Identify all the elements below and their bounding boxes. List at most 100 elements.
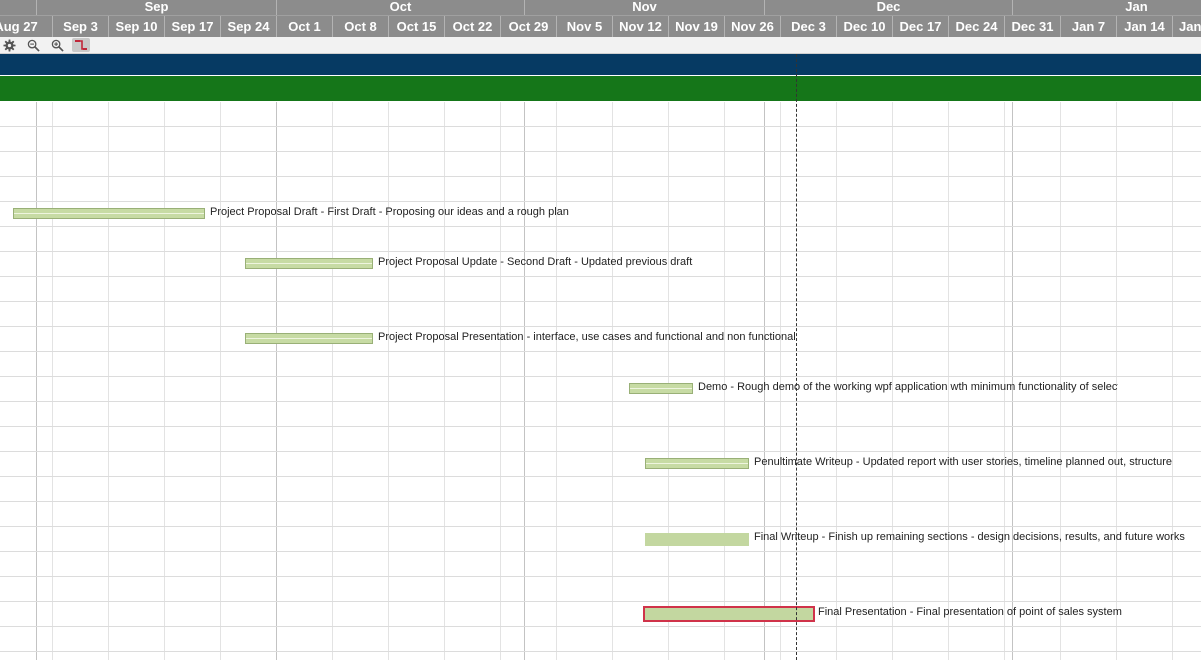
- week-gridline: [556, 54, 557, 660]
- dependency-toggle-button[interactable]: [72, 38, 90, 52]
- gantt-row: [0, 552, 1201, 577]
- month-gridline: [276, 54, 277, 660]
- gantt-row: [0, 327, 1201, 352]
- month-label: Oct: [276, 0, 524, 15]
- gantt-row: [0, 477, 1201, 502]
- task-label: Final Writeup - Finish up remaining sect…: [754, 531, 1185, 543]
- week-label: Sep 17: [164, 16, 220, 37]
- gantt-row: [0, 277, 1201, 302]
- task-label: Project Proposal Presentation - interfac…: [378, 331, 798, 343]
- month-gridline: [524, 54, 525, 660]
- week-label: Dec 17: [892, 16, 948, 37]
- week-label: Jan 14: [1116, 16, 1172, 37]
- task-bar-proposal-draft[interactable]: [13, 208, 205, 219]
- week-label: Oct 1: [276, 16, 332, 37]
- gantt-row: [0, 577, 1201, 602]
- week-label: Sep 24: [220, 16, 276, 37]
- week-gridline: [1060, 54, 1061, 660]
- week-label: Aug 27: [0, 19, 38, 34]
- gantt-row: [0, 202, 1201, 227]
- week-gridline: [836, 54, 837, 660]
- week-gridline: [1116, 54, 1117, 660]
- gantt-toolbar: [0, 37, 1201, 54]
- gantt-row: [0, 427, 1201, 452]
- week-gridline: [780, 54, 781, 660]
- week-gridline: [164, 54, 165, 660]
- week-gridline: [724, 54, 725, 660]
- week-label: Oct 22: [444, 16, 500, 37]
- week-gridline: [668, 54, 669, 660]
- week-label: Jan 7: [1060, 16, 1116, 37]
- week-label: Nov 26: [724, 16, 780, 37]
- month-gridline: [1012, 54, 1013, 660]
- gantt-row: [0, 527, 1201, 552]
- month-label: Sep: [36, 0, 276, 15]
- week-label: Dec 31: [1004, 16, 1060, 37]
- gantt-row: [0, 252, 1201, 277]
- week-label: Dec 24: [948, 16, 1004, 37]
- task-bar-final-writeup[interactable]: [645, 533, 749, 546]
- week-label: Dec 3: [780, 16, 836, 37]
- week-gridline: [332, 54, 333, 660]
- week-gridline: [52, 54, 53, 660]
- gantt-row: [0, 602, 1201, 627]
- week-label: Nov 5: [556, 16, 612, 37]
- week-gridline: [1004, 54, 1005, 660]
- week-label: Sep 10: [108, 16, 164, 37]
- month-header: Sep Oct Nov Dec Jan: [0, 0, 1201, 15]
- gantt-row: [0, 452, 1201, 477]
- task-bar-penultimate-writeup[interactable]: [645, 458, 749, 469]
- gantt-row: [0, 152, 1201, 177]
- gantt-row: [0, 627, 1201, 652]
- week-gridline: [612, 54, 613, 660]
- gantt-row: [0, 377, 1201, 402]
- task-label: Demo - Rough demo of the working wpf app…: [698, 381, 1118, 393]
- month-label: Jan: [1012, 0, 1201, 15]
- task-bar-proposal-update[interactable]: [245, 258, 373, 269]
- summary-row-project[interactable]: [0, 54, 1201, 76]
- week-label: Oct 15: [388, 16, 444, 37]
- week-label: Sep 3: [52, 16, 108, 37]
- gear-icon: [2, 38, 16, 52]
- gantt-row: [0, 502, 1201, 527]
- week-label: Nov 12: [612, 16, 668, 37]
- gantt-row: [0, 127, 1201, 152]
- month-label: Dec: [764, 0, 1012, 15]
- week-gridline: [444, 54, 445, 660]
- week-gridline: [220, 54, 221, 660]
- week-label: Jan 21: [1172, 16, 1201, 37]
- gantt-row: [0, 177, 1201, 202]
- week-label: Dec 10: [836, 16, 892, 37]
- zoom-in-button[interactable]: [48, 38, 66, 52]
- month-gridline: [36, 54, 37, 660]
- gantt-row: [0, 652, 1201, 660]
- gantt-chart-area: Project Proposal Draft - First Draft - P…: [0, 54, 1201, 660]
- week-header: Aug 27 Sep 3 Sep 10 Sep 17 Sep 24 Oct 1 …: [0, 15, 1201, 37]
- week-gridline: [1172, 54, 1173, 660]
- week-gridline: [948, 54, 949, 660]
- gantt-row: [0, 302, 1201, 327]
- month-label: Nov: [524, 0, 764, 15]
- gantt-row: [0, 102, 1201, 127]
- dependency-icon: [75, 39, 87, 50]
- week-label: Oct 8: [332, 16, 388, 37]
- week-gridline: [892, 54, 893, 660]
- week-gridline: [108, 54, 109, 660]
- task-label: Penultimate Writeup - Updated report wit…: [754, 456, 1174, 468]
- gantt-row: [0, 352, 1201, 377]
- gantt-row: [0, 227, 1201, 252]
- gantt-row: [0, 402, 1201, 427]
- task-bar-demo[interactable]: [629, 383, 693, 394]
- summary-row-milestones[interactable]: [0, 76, 1201, 102]
- month-gridline: [764, 54, 765, 660]
- task-bar-final-presentation[interactable]: [643, 606, 815, 622]
- task-label: Project Proposal Update - Second Draft -…: [378, 256, 693, 268]
- today-marker-line: [796, 54, 797, 660]
- week-gridline: [388, 54, 389, 660]
- settings-button[interactable]: [0, 38, 18, 52]
- task-label: Final Presentation - Final presentation …: [818, 606, 1122, 618]
- task-label: Project Proposal Draft - First Draft - P…: [210, 206, 569, 218]
- zoom-out-button[interactable]: [24, 38, 42, 52]
- week-gridline: [500, 54, 501, 660]
- task-bar-proposal-presentation[interactable]: [245, 333, 373, 344]
